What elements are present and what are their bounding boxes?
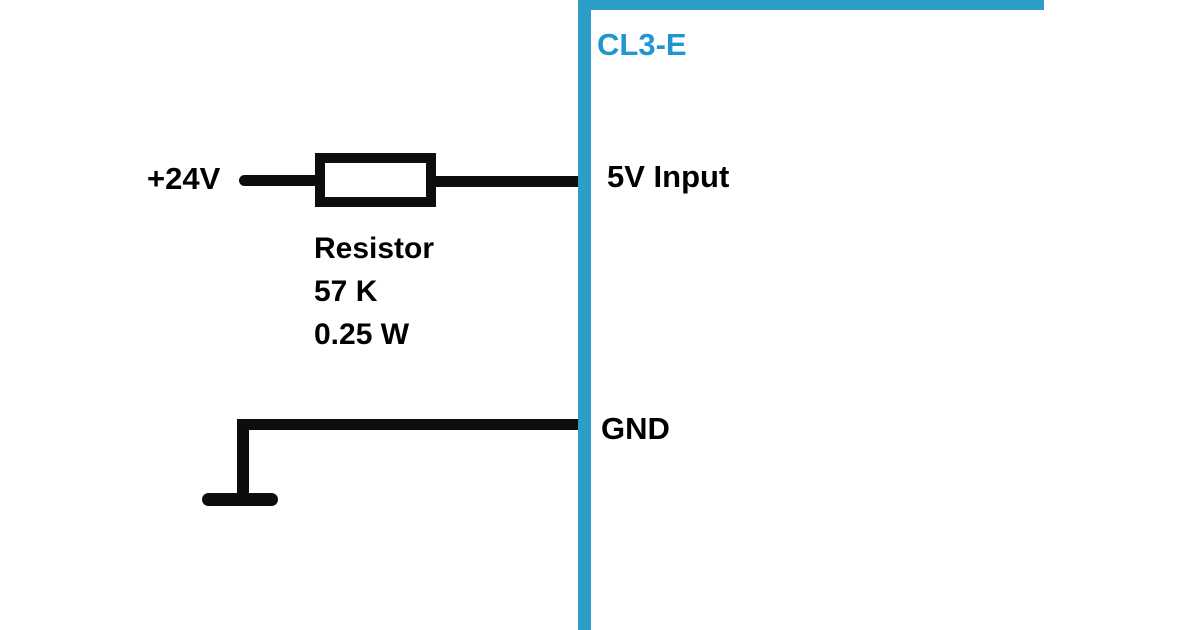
wire-resistor-to-pin bbox=[433, 176, 578, 187]
device-boundary-vertical-line bbox=[578, 0, 591, 630]
wire-gnd-horizontal bbox=[237, 419, 578, 430]
pin-label-gnd: GND bbox=[601, 411, 670, 446]
ground-symbol-bar bbox=[202, 493, 278, 506]
resistor-resistance-label: 57 K bbox=[314, 275, 378, 308]
device-name-label: CL3-E bbox=[597, 27, 687, 62]
device-boundary-top-line bbox=[578, 0, 1044, 10]
resistor-annotation: Resistor 57 K 0.25 W bbox=[314, 227, 434, 356]
resistor-symbol bbox=[315, 153, 436, 207]
wire-gnd-vertical bbox=[237, 419, 249, 504]
supply-voltage-label: +24V bbox=[147, 161, 221, 196]
wire-supply-to-resistor bbox=[239, 175, 319, 186]
resistor-name-label: Resistor bbox=[314, 232, 435, 265]
resistor-power-label: 0.25 W bbox=[314, 318, 410, 351]
pin-label-5v-input: 5V Input bbox=[607, 159, 730, 194]
